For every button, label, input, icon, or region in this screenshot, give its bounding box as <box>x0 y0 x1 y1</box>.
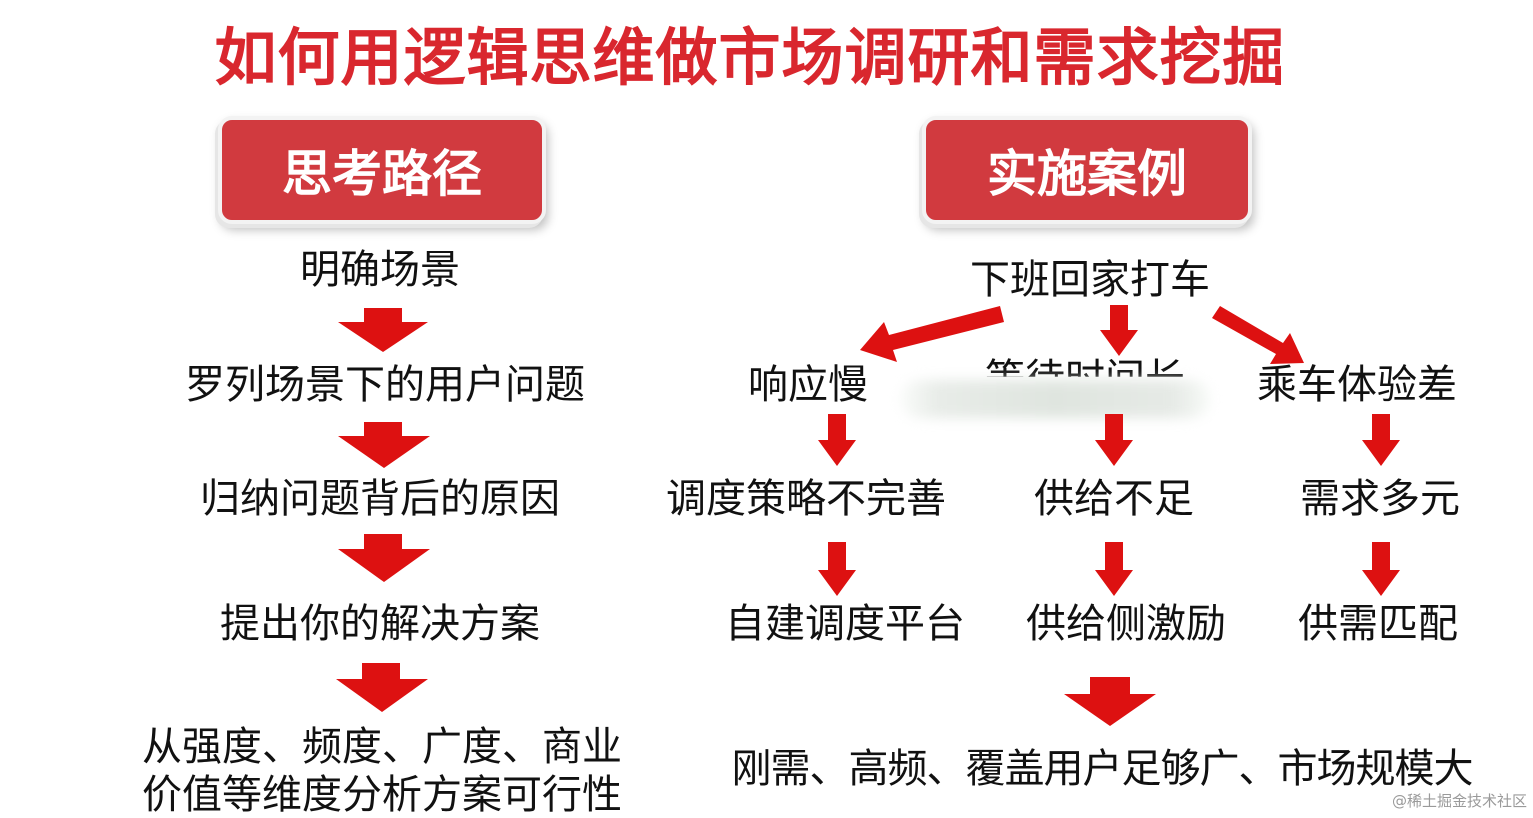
cause-insufficient-supply: 供给不足 <box>1034 476 1194 522</box>
problem-long-wait: 等待时间长 <box>985 356 1185 402</box>
arrow-ride-to-demand <box>1362 414 1400 466</box>
solution-supply-incentive: 供给侧激励 <box>1026 601 1226 647</box>
left-step-1: 明确场景 <box>300 247 460 293</box>
problem-slow-response: 响应慢 <box>748 362 868 408</box>
left-step-2: 罗列场景下的用户问题 <box>185 362 585 408</box>
arrow-wait-to-supply <box>1095 414 1133 466</box>
left-arrow-2 <box>338 422 430 468</box>
header-thinking-path: 思考路径 <box>218 116 546 224</box>
arrow-root-right <box>1212 306 1304 364</box>
left-step-5-line-1: 从强度、频度、广度、商业 <box>142 724 622 770</box>
left-arrow-1 <box>338 308 428 352</box>
blur-overlay <box>900 380 1210 418</box>
cause-diverse-demand: 需求多元 <box>1300 476 1460 522</box>
arrow-slow-to-dispatch <box>818 414 856 466</box>
left-step-5-line-2: 价值等维度分析方案可行性 <box>142 772 622 818</box>
cause-dispatch-strategy: 调度策略不完善 <box>666 476 946 522</box>
header-implementation-case: 实施案例 <box>922 116 1252 224</box>
case-root: 下班回家打车 <box>970 257 1210 303</box>
case-conclusion: 刚需、高频、覆盖用户足够广、市场规模大 <box>731 746 1474 792</box>
left-arrow-3 <box>338 534 430 582</box>
arrow-root-down <box>1100 305 1138 356</box>
solution-dispatch-platform: 自建调度平台 <box>725 601 965 647</box>
arrow-demand-to-match <box>1362 542 1400 596</box>
arrow-to-conclusion <box>1064 677 1156 726</box>
arrow-root-left <box>860 306 1004 362</box>
arrow-supply-to-incentive <box>1095 542 1133 596</box>
diagram-title: 如何用逻辑思维做市场调研和需求挖掘 <box>214 21 1286 94</box>
watermark: @稀土掘金技术社区 <box>1391 792 1527 810</box>
left-step-3: 归纳问题背后的原因 <box>200 476 560 522</box>
left-arrow-4 <box>336 663 428 712</box>
solution-supply-demand-match: 供需匹配 <box>1298 601 1458 647</box>
arrow-dispatch-to-platform <box>818 542 856 596</box>
left-step-4: 提出你的解决方案 <box>220 601 540 647</box>
problem-poor-ride-experience: 乘车体验差 <box>1257 362 1457 408</box>
